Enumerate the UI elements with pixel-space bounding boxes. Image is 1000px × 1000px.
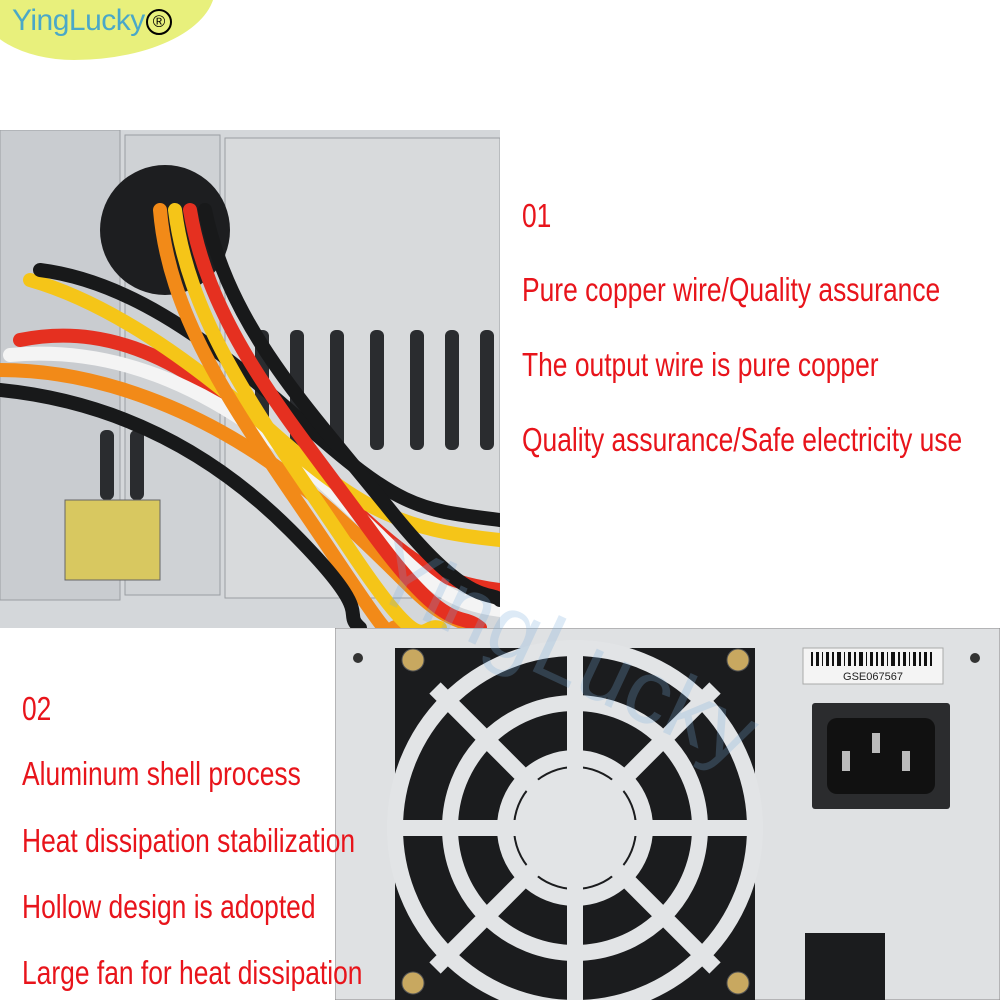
brand-logo: YingLucky® — [12, 4, 172, 38]
section1-line: The output wire is pure copper — [522, 346, 879, 383]
section2-number: 02 — [22, 690, 52, 727]
brand-name: YingLucky — [12, 4, 145, 37]
section2-line: Heat dissipation stabilization — [22, 822, 356, 859]
psu-wires-photo — [0, 130, 500, 628]
section1-line: Pure copper wire/Quality assurance — [522, 271, 941, 308]
section2-line: Aluminum shell process — [22, 755, 301, 792]
section1-number: 01 — [522, 197, 552, 234]
psu-fan-photo: GSE067567 — [335, 628, 1000, 1000]
registered-mark: ® — [145, 9, 172, 35]
section2-line: Hollow design is adopted — [22, 888, 316, 925]
section1-line: Quality assurance/Safe electricity use — [522, 421, 963, 458]
serial-number: GSE067567 — [843, 671, 903, 683]
section2-line: Large fan for heat dissipation — [22, 954, 363, 991]
